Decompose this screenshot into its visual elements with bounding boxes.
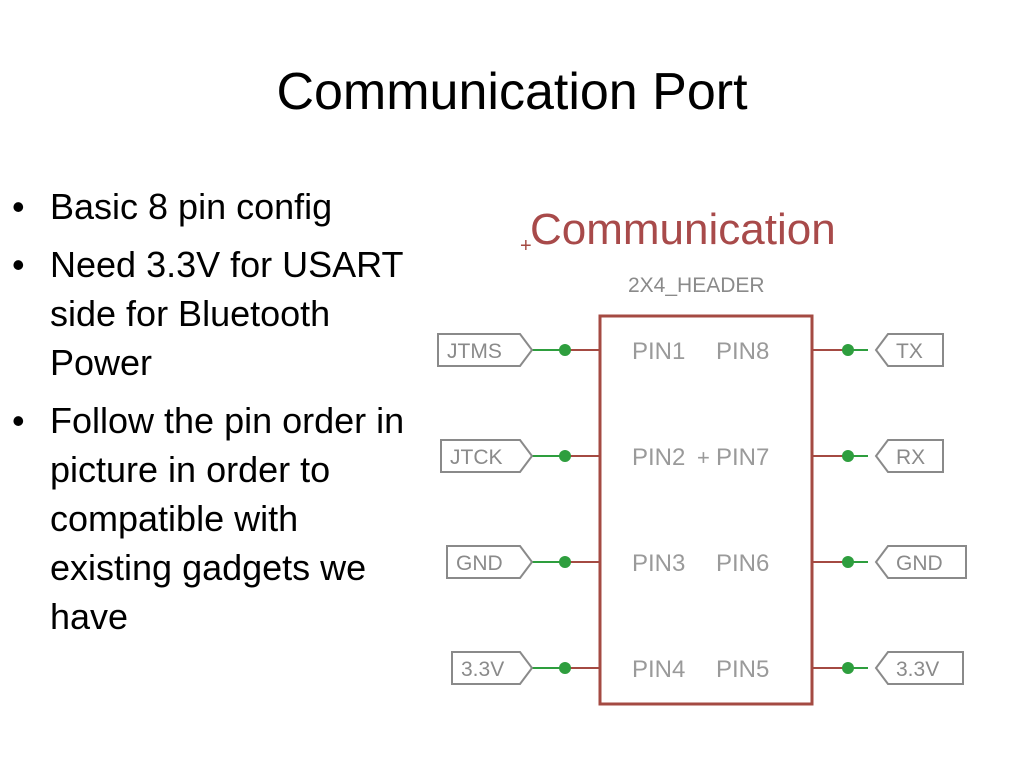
- part-label: 2X4_HEADER: [628, 274, 765, 297]
- pin-label: PIN4: [632, 656, 685, 683]
- net-label-box: [437, 333, 534, 367]
- net-label-box: [874, 439, 944, 473]
- bullet-item: • Follow the pin order in picture in ord…: [12, 396, 422, 641]
- net-label: JTCK: [450, 446, 503, 469]
- pin-label: PIN1: [632, 338, 685, 365]
- origin-mark: +: [520, 235, 532, 257]
- pin-label: PIN6: [716, 550, 769, 577]
- bullet-list: • Basic 8 pin config • Need 3.3V for USA…: [12, 182, 422, 650]
- pin-label: PIN8: [716, 338, 769, 365]
- net-label-box: [440, 439, 534, 473]
- junction-dot: [842, 556, 854, 568]
- net-label: GND: [896, 552, 943, 575]
- schematic-name: Communication: [530, 205, 836, 254]
- pin-label: PIN7: [716, 444, 769, 471]
- net-label: GND: [456, 552, 503, 575]
- bullet-item: • Need 3.3V for USART side for Bluetooth…: [12, 240, 422, 387]
- pin-label: PIN5: [716, 656, 769, 683]
- net-label: 3.3V: [896, 658, 939, 681]
- junction-dot: [559, 344, 571, 356]
- junction-dot: [842, 662, 854, 674]
- net-label-box: [874, 545, 967, 579]
- net-label: 3.3V: [461, 658, 504, 681]
- header-body: [598, 314, 814, 706]
- bullet-dot: •: [12, 186, 25, 227]
- junction-dot: [842, 344, 854, 356]
- net-label: TX: [896, 340, 923, 363]
- slide-title: Communication Port: [276, 63, 748, 121]
- net-label: RX: [896, 446, 925, 469]
- net-label: JTMS: [447, 340, 502, 363]
- junction-dot: [842, 450, 854, 462]
- junction-dot: [559, 662, 571, 674]
- center-mark: +: [697, 445, 710, 470]
- bullet-dot: •: [12, 244, 25, 285]
- bullet-item: • Basic 8 pin config: [12, 182, 422, 231]
- junction-dot: [559, 556, 571, 568]
- net-label-box: [446, 545, 534, 579]
- pin-label: PIN3: [632, 550, 685, 577]
- bullet-dot: •: [12, 400, 25, 441]
- junction-dot: [559, 450, 571, 462]
- net-label-box: [874, 333, 944, 367]
- bullet-text: Need 3.3V for USART side for Bluetooth P…: [50, 244, 403, 383]
- pin-label: PIN2: [632, 444, 685, 471]
- net-label-box: [874, 651, 964, 685]
- net-label-box: [451, 651, 534, 685]
- bullet-text: Follow the pin order in picture in order…: [50, 400, 405, 637]
- bullet-text: Basic 8 pin config: [50, 186, 333, 227]
